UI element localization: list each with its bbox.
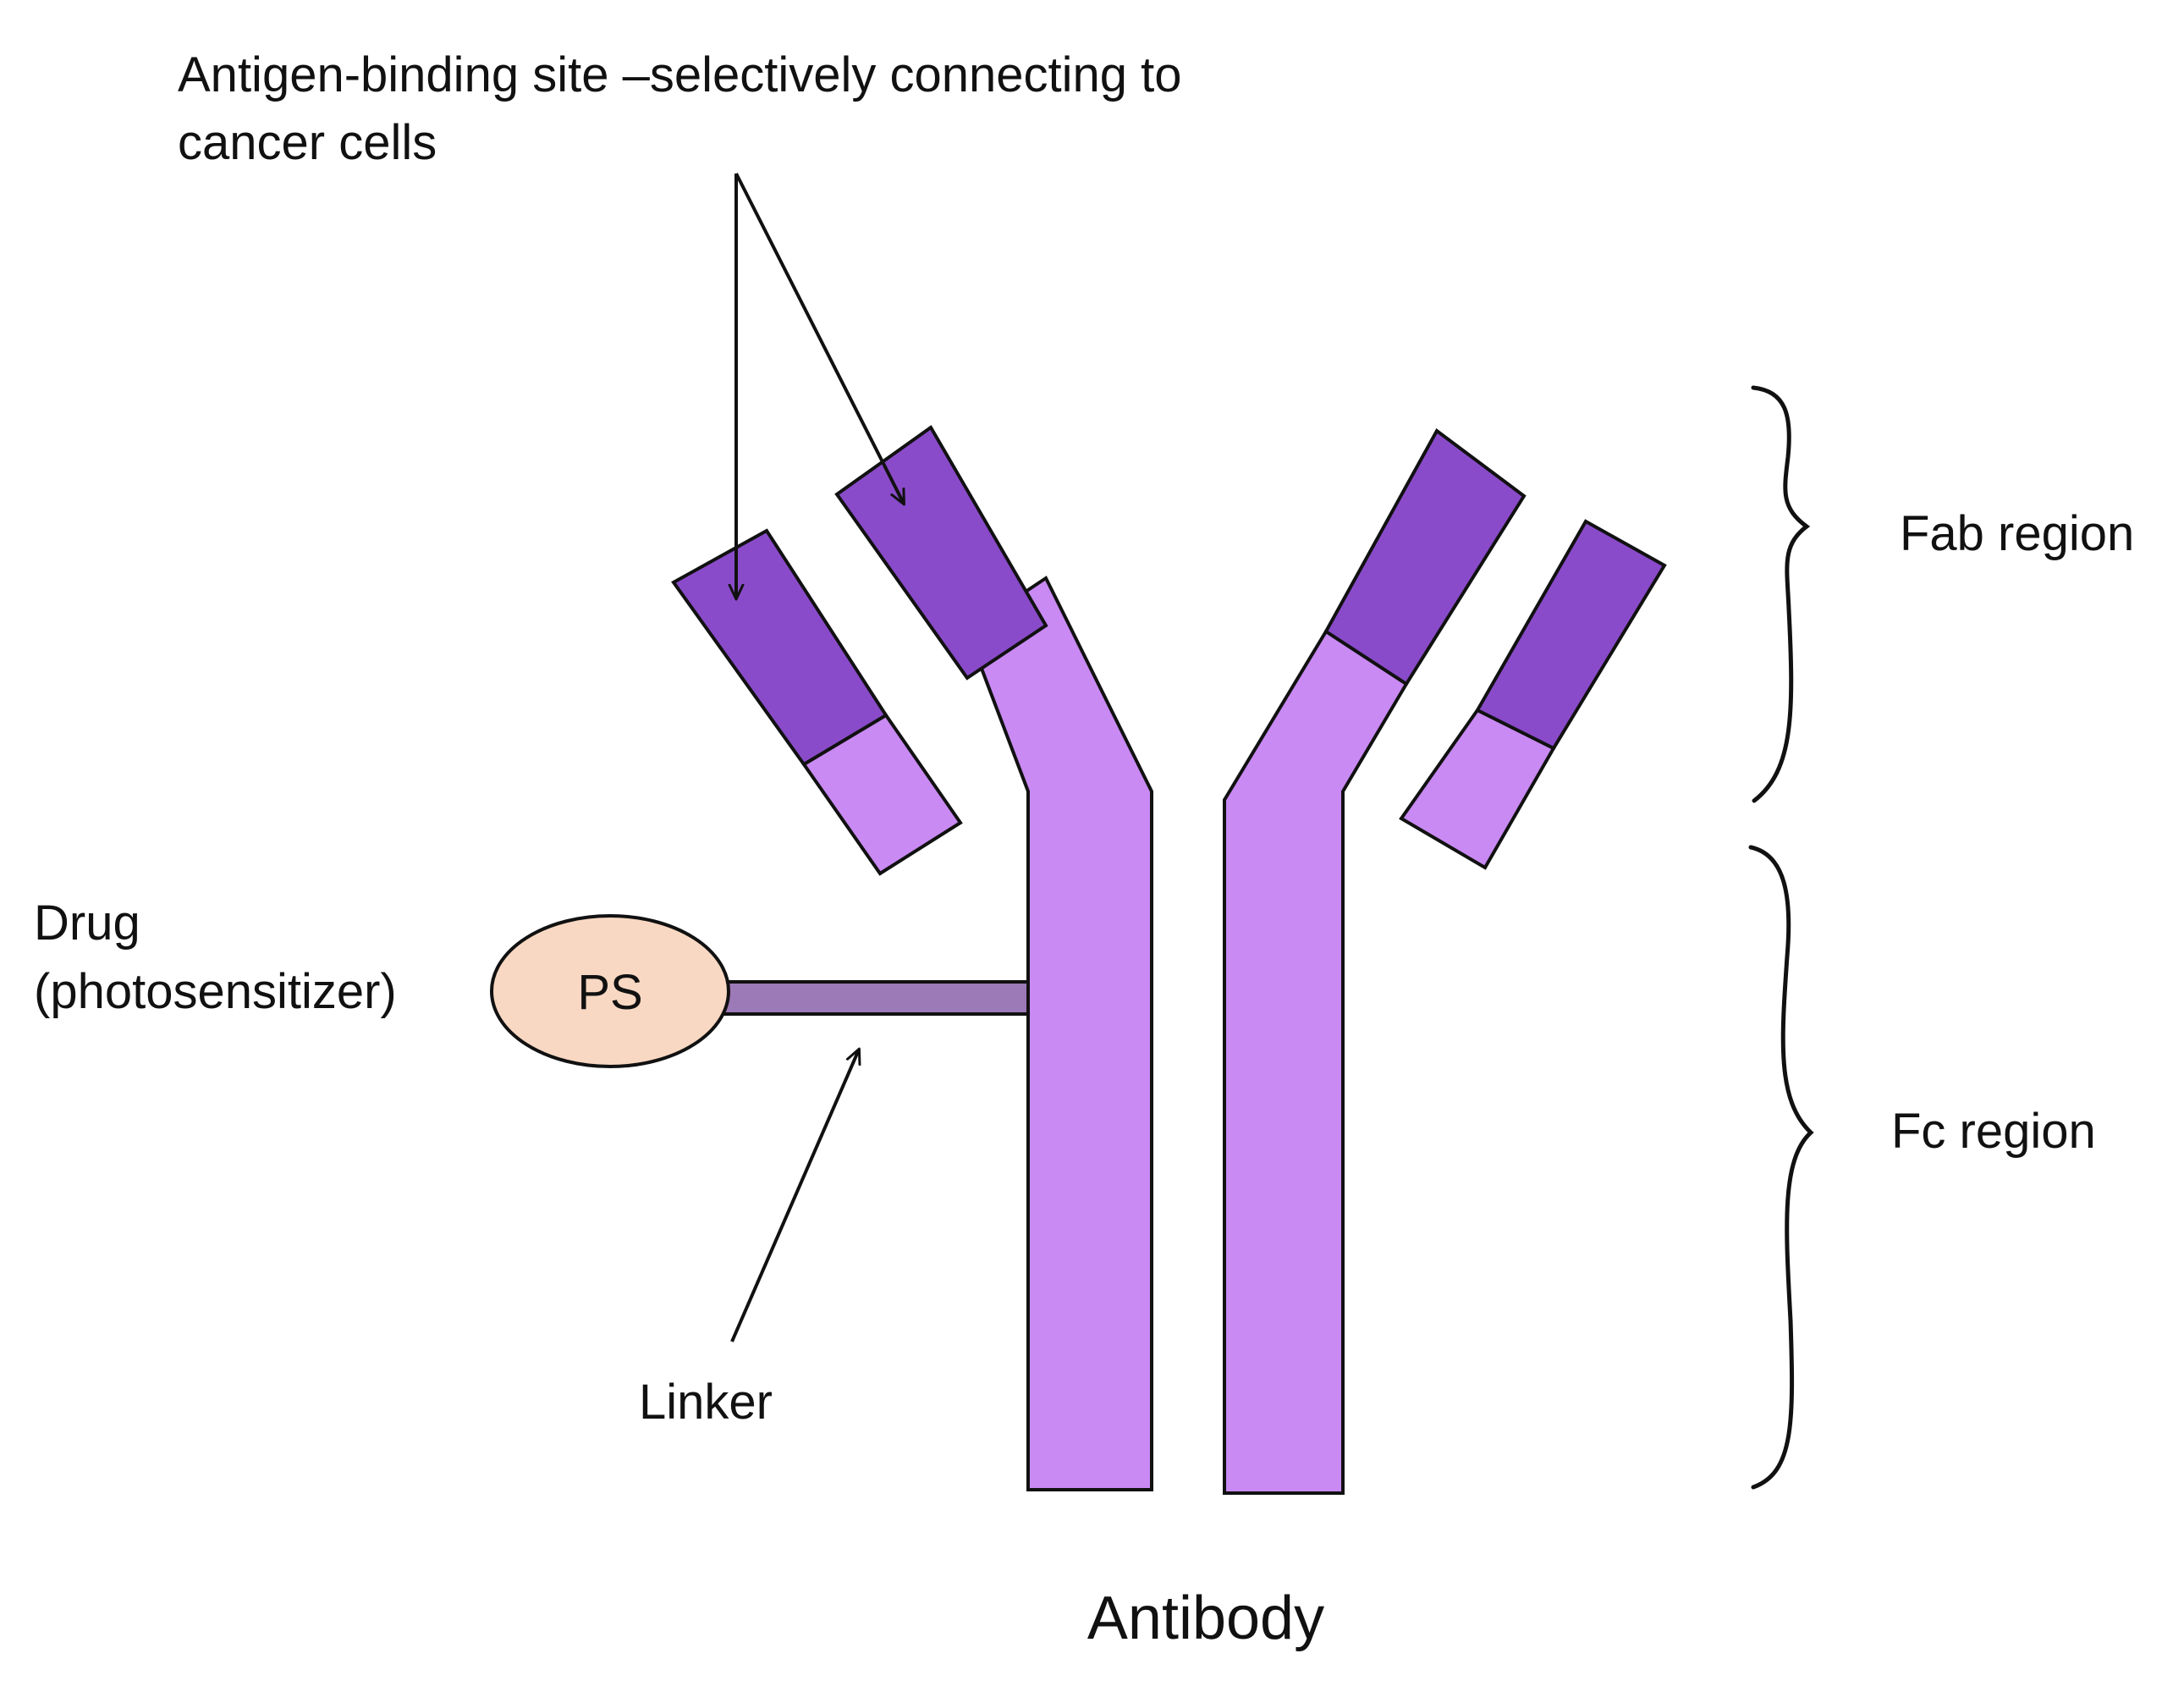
linker-label: Linker [639, 1375, 773, 1430]
right-heavy-chain-variable [1323, 428, 1527, 686]
fab-region-label: Fab region [1900, 506, 2134, 561]
diagram-caption: Antibody [1087, 1585, 1324, 1652]
fab-region-brace [1751, 385, 1811, 803]
left-heavy-chain-constant [965, 576, 1153, 1491]
drug-label-line2: (photosensitizer) [34, 964, 397, 1019]
linker-arrow [730, 1050, 859, 1342]
right-light-chain-variable [1475, 519, 1667, 751]
ps-label: PS [577, 965, 642, 1020]
drug-label-line1: Drug [34, 896, 140, 951]
left-heavy-chain-variable [834, 425, 1048, 681]
right-heavy-chain-constant [1223, 629, 1409, 1495]
drug-oval [490, 914, 730, 1068]
fc-region-brace [1748, 845, 1814, 1490]
left-light-chain-variable [671, 528, 888, 767]
antigen-binding-site-label-line1: Antigen-binding site –selectively connec… [178, 47, 1182, 102]
linker-bar [718, 980, 1030, 1016]
fc-region-label: Fc region [1891, 1104, 2096, 1159]
antigen-binding-site-label-line2: cancer cells [178, 115, 437, 170]
antigen-arrow-right [734, 173, 904, 504]
